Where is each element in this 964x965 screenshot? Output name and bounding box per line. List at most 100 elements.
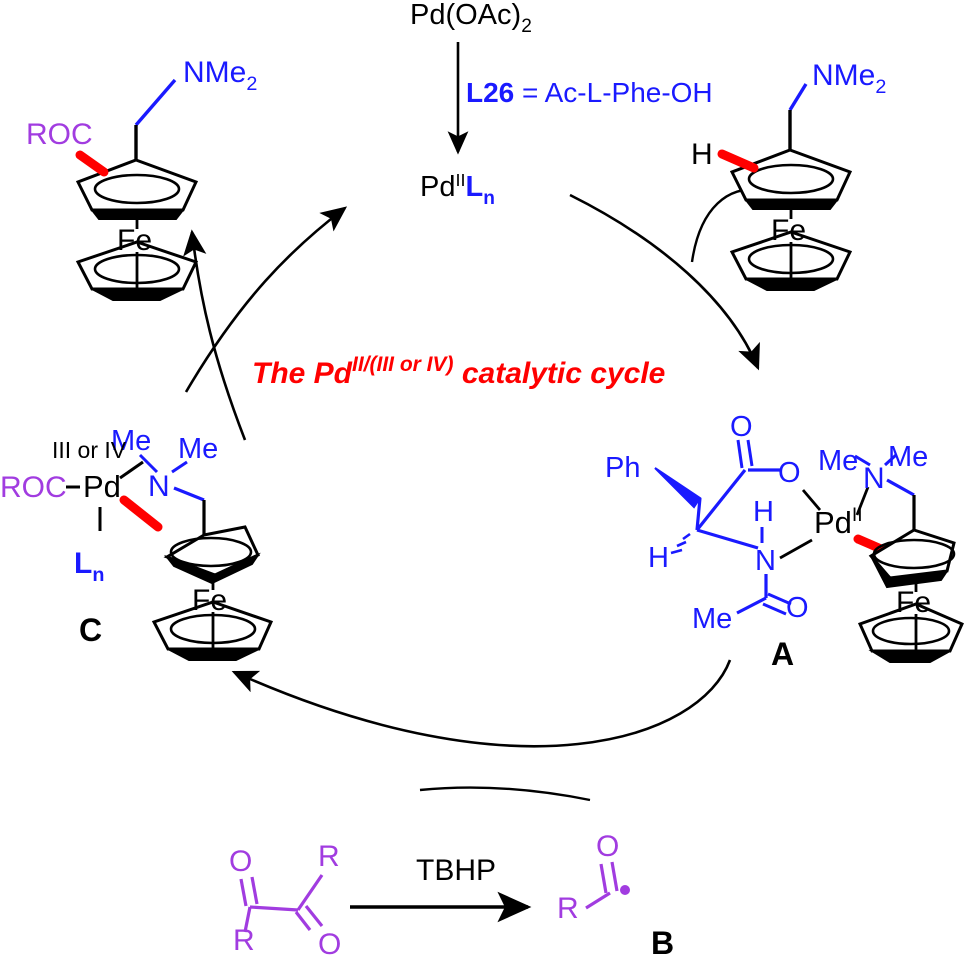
product-metal-label: Fe [117,224,152,257]
C-nme-left-label: Me [111,425,151,457]
A-acetyl-co-double-a [767,592,792,606]
cycle-title: The PdII/(III or IV) catalytic cycle [252,353,665,390]
C-nme-right-label: Me [178,433,218,465]
A-nme-left-label: Me [818,445,858,477]
A-o-pd-bond [801,489,822,511]
C-amine-n-label: N [148,470,170,503]
C-pd-n-bond [119,460,144,480]
diketone-c-r-top-bond [296,874,324,911]
radical-co-double-a [599,863,608,894]
arrow-catalyst-to-A [569,193,760,371]
ligand-definition-label: L26 = Ac-L-Phe-OH [466,77,713,108]
C-ligand-label: Ln [74,547,104,586]
product-cp-top-aromatic-circle [93,173,181,205]
bottom-reaction: O R R O TBHP O R B [229,830,674,961]
A-carbonyl-double-bond-a [736,439,744,469]
arrow-product-to-catalyst [184,206,348,393]
A-acetyl-to-me-bond [736,596,767,615]
arrow-B-to-C [419,786,591,802]
A-benzyl-wedge [654,467,702,509]
substrate-cp-bottom-aromatic-circle [747,243,835,275]
C-acyl-label: ROC [0,471,67,504]
A-palladium-label: PdII [814,505,863,540]
product-acyl-label: ROC [26,118,93,151]
active-catalyst-label: PdIILn [420,170,495,209]
substrate-structure: NMe2 H Fe [691,59,886,291]
A-amine-n-me-right-bond [883,453,898,467]
A-acetyl-co-double-b [762,602,787,616]
diketone-central-cc-bond [249,905,299,912]
C-metal-label: Fe [192,584,227,617]
A-amine-n-label: N [863,462,885,495]
arrow-A-to-C [231,659,732,748]
C-cp-bottom-front-edge [167,648,260,661]
substrate-cp-bottom-front-edge [745,278,838,291]
diketone-c-r-bottom-bond [243,906,252,933]
C-n-me-right-bond [171,460,188,474]
arrow-C-to-product [183,229,247,441]
A-amine-n-me-left-bond [854,454,871,467]
C-palladium-label: Pd [83,469,121,504]
precatalyst-text: Pd(OAc)2 [410,0,532,37]
A-carbonyl-o-label: O [730,411,753,443]
A-cp-top-front-edge [870,555,950,589]
diketone-co-top-double-a [239,878,248,907]
tbhp-label: TBHP [416,854,496,887]
intermediate-A-id-label: A [771,636,794,672]
cycle-title-text: The PdII/(III or IV) catalytic cycle [252,353,665,390]
substrate-cp-top-aromatic-circle [747,163,835,195]
intermediate-A-structure: Ph H O O H N Me [605,411,964,672]
diketone-co-bottom-double-a [294,911,312,931]
C-cp-top-aromatic-circle [169,536,253,568]
intermediate-B-id-label: B [651,925,674,961]
A-pd-amine-n-bond [855,486,870,516]
C-cp-bottom-aromatic-circle [169,613,257,645]
radical-dot-icon [620,885,630,895]
A-alpha-h-hash-wedge [670,532,691,555]
substrate-metal-label: Fe [771,214,806,247]
radical-c-r-bond [585,891,611,910]
A-alpha-to-carbonyl-bond [695,469,747,531]
C-pd-aryl-red-bond [119,495,163,532]
A-n-pd-bond [779,538,813,560]
A-cp-bottom-front-edge [868,650,951,663]
product-acyl-red-bond [75,150,109,177]
A-alpha-h-label: H [648,542,669,574]
A-ester-o-label: O [778,457,801,489]
A-acetyl-me-label: Me [692,603,732,635]
product-cp-bottom-aromatic-circle [93,253,181,285]
C-oxidation-state-label: III or IV [52,437,127,463]
product-ch2-to-n-bond [134,78,177,127]
A-metal-label: Fe [896,586,931,619]
A-carbonyl-double-bond-b [746,439,754,467]
diketone-r-bottom-label: R [233,924,255,957]
intermediate-C-structure: Me Me N Pd III or IV ROC Ln Fe C [0,425,274,661]
substrate-h-label: H [691,138,713,171]
A-amine-to-ch2-bond [886,478,915,497]
A-alpha-to-n-bond [696,528,759,550]
radical-o-label: O [596,830,619,863]
A-cp-bottom-aromatic-circle [871,616,951,646]
precatalyst-label: Pd(OAc)2 [410,0,532,37]
A-phenyl-label: Ph [605,452,640,484]
radical-co-double-b [610,861,619,892]
A-ch2-to-alpha-bond [695,497,702,531]
A-amide-h-label: H [753,496,774,528]
A-acetyl-o-label: O [786,592,809,624]
substrate-ch2-to-n-bond [788,83,808,111]
diketone-r-top-label: R [318,840,340,873]
product-amine-label: NMe2 [183,56,257,95]
intermediate-C-id-label: C [79,612,102,648]
ligand-definition-text: L26 = Ac-L-Phe-OH [466,77,713,108]
C-n-me-left-bond [138,453,159,474]
substrate-amine-label: NMe2 [812,59,886,98]
diketone-co-bottom-double-b [304,905,324,927]
radical-r-label: R [557,892,579,925]
A-cp-top-aromatic-circle [872,538,956,570]
active-catalyst-text: PdIILn [420,170,495,209]
diketone-o-bottom-label: O [318,928,341,961]
product-structure: NMe2 ROC Fe [26,56,257,301]
A-amide-n-label: N [755,545,776,577]
C-n-to-ch2-bond [173,486,205,502]
